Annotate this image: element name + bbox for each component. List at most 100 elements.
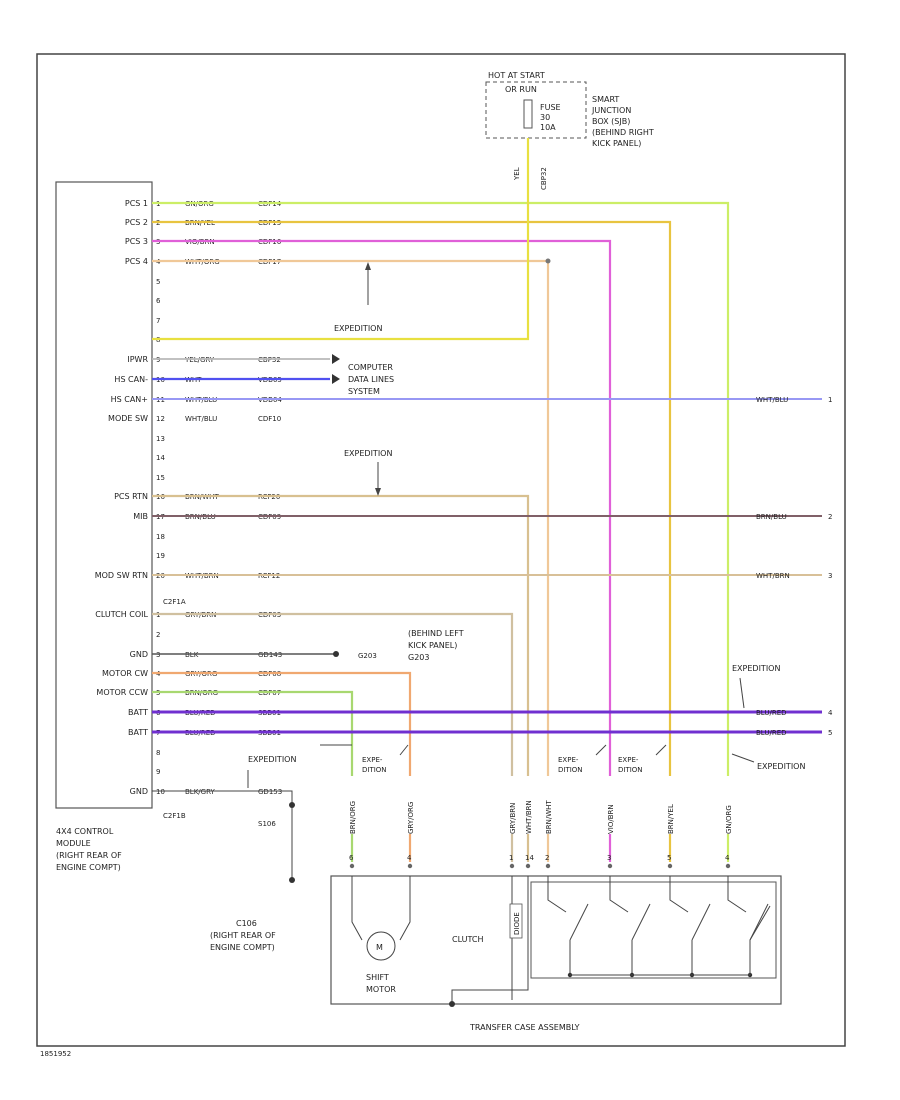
- module-pin-label: MIB: [133, 512, 148, 521]
- switch-contact: [569, 903, 589, 941]
- label-expe-motor-1: EXPE-: [362, 756, 383, 764]
- right-edge-wire-color: BLU/RED: [756, 709, 787, 717]
- module-pin-number: 10: [156, 788, 165, 796]
- arrowhead-expedition-pcs-rtn: [375, 488, 381, 496]
- arrow-expe-pcs4: [595, 744, 607, 756]
- vertical-wire-label: BRN/ORG: [349, 801, 357, 834]
- motor-wire-right: [399, 876, 411, 941]
- computer-label-line-1: COMPUTER: [348, 363, 393, 372]
- splice-s106-label: S106: [258, 820, 276, 828]
- vertical-label-backing: [723, 776, 733, 834]
- module-wire-circuit: GD153: [258, 788, 282, 796]
- module-pin-number: 9: [156, 356, 160, 364]
- sjb-location-line-3: BOX (SJB): [592, 117, 630, 126]
- module-pin-number: 12: [156, 415, 165, 423]
- transfer-case-assembly: TRANSFER CASE ASSEMBLY M SHIFT MOTOR CLU…: [330, 875, 782, 1032]
- computer-label-line-2: DATA LINES: [348, 375, 394, 384]
- c106-location-line-2: (RIGHT REAR OF: [210, 931, 276, 940]
- shift-motor-line-2: MOTOR: [366, 985, 396, 994]
- shift-motor-m: M: [376, 943, 383, 952]
- c106-location-line-1: C106: [236, 919, 257, 928]
- computer-data-lines: COMPUTER DATA LINES SYSTEM: [332, 354, 394, 396]
- computer-label-line-3: SYSTEM: [348, 387, 380, 396]
- wire-pcs3: [152, 239, 612, 862]
- fuse-label: FUSE: [540, 103, 561, 112]
- switch-input-wire: [547, 876, 567, 913]
- label-expedition-right: EXPEDITION: [757, 762, 805, 771]
- transfer-case-pin-number: 1: [509, 854, 513, 862]
- vertical-label-backing: [507, 776, 517, 834]
- vertical-label-backing: [347, 776, 357, 834]
- label-expedition-pcs4: EXPEDITION: [334, 324, 382, 333]
- right-edge-reference: 5: [828, 729, 832, 737]
- module-pin-label: BATT: [128, 728, 148, 737]
- label-expe-motor-2: DITION: [362, 766, 387, 774]
- vertical-wire-label: WHT/BRN: [525, 800, 533, 834]
- switch-input-wire: [669, 876, 689, 913]
- module-pin-number: 15: [156, 474, 165, 482]
- sjb-location-line-1: SMART: [592, 95, 619, 104]
- module-pin-label: CLUTCH COIL: [95, 610, 148, 619]
- module-wire-color: BLK/GRY: [185, 788, 215, 796]
- arrow-expe-motor: [399, 744, 409, 756]
- switch-contact: [749, 905, 771, 941]
- sjb-location-line-4: (BEHIND RIGHT: [592, 128, 654, 137]
- module-pin-number: 2: [156, 631, 160, 639]
- label-expedition-pcs-rtn: EXPEDITION: [344, 449, 392, 458]
- shift-motor-symbol: [366, 931, 396, 961]
- module-pin-label: GND: [130, 650, 148, 659]
- vertical-label-backing: [665, 776, 675, 834]
- transfer-case-pin-number: 3: [607, 854, 611, 862]
- vertical-label-backing: [543, 776, 553, 834]
- diagram-frame: [36, 53, 846, 1047]
- vertical-wire-label: GRY/ORG: [407, 802, 415, 834]
- module-wire-color: YEL/GRY: [184, 356, 215, 364]
- module-pin-label: PCS RTN: [114, 492, 148, 501]
- transfer-case-pin: [607, 863, 613, 869]
- sjb-outline: [485, 81, 587, 139]
- arrow-can-plus: [332, 374, 340, 384]
- ground-dot-g203: [333, 651, 339, 657]
- module-pin-label: MOTOR CW: [102, 669, 148, 678]
- c106-location-line-3: ENGINE COMPT): [210, 943, 275, 952]
- vertical-label-backing: [523, 776, 533, 834]
- wire-pcs2: [152, 220, 672, 862]
- module-pin-number: 13: [156, 435, 165, 443]
- fuse-number: 30: [540, 113, 550, 122]
- right-edge-reference: 1: [828, 396, 832, 404]
- shift-motor-line-1: SHIFT: [366, 973, 389, 982]
- vertical-wire-label: BRN/YEL: [667, 804, 675, 834]
- transfer-case-pin-number: 4: [725, 854, 730, 862]
- wire-motor-ccw: [152, 690, 354, 862]
- arrow-can-minus: [332, 354, 340, 364]
- ground-bus-dot: [449, 1001, 455, 1007]
- fuse-wire-color: YEL: [513, 167, 521, 181]
- switch-contact: [631, 903, 651, 941]
- transfer-case-pin-number: 14: [525, 854, 534, 862]
- vertical-wire-label: VIO/BRN: [607, 804, 615, 834]
- module-wire-color: BLK: [185, 651, 199, 659]
- module-pin-label: BATT: [128, 708, 148, 717]
- splice-dot-c106: [289, 877, 295, 883]
- arrow-expe-pcs2: [655, 744, 667, 756]
- module-pin-label: GND: [130, 787, 148, 796]
- label-expedition-ground: EXPEDITION: [248, 755, 296, 764]
- module-pin-label: MOTOR CCW: [96, 688, 148, 697]
- arrow-expedition-right: [731, 753, 755, 763]
- transfer-case-pin: [725, 863, 731, 869]
- fuse-wire-circuit: CBP32: [540, 167, 548, 190]
- module-pin-number: 14: [156, 454, 165, 462]
- ground-location-line-3: G203: [408, 653, 429, 662]
- module-pin-label: PCS 4: [125, 257, 148, 266]
- diode-symbol: [509, 903, 523, 939]
- sjb-title-line-1: HOT AT START: [488, 71, 545, 80]
- module-wire-circuit: GD143: [258, 651, 282, 659]
- right-edge-wire-color: WHT/BLU: [756, 396, 788, 404]
- vertical-wire-label: GN/ORG: [725, 805, 733, 834]
- module-pin-label: PCS 3: [125, 237, 148, 246]
- module-wire-circuit: CBP32: [258, 356, 281, 364]
- transfer-case-pin-number: 5: [667, 854, 671, 862]
